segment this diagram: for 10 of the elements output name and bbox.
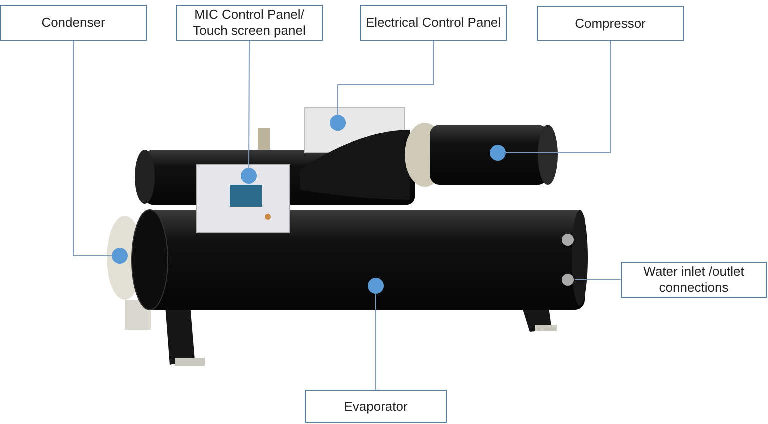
callout-box: Evaporator: [305, 390, 447, 423]
callout-box: Condenser: [0, 5, 147, 41]
leader-line: [506, 40, 611, 154]
callout-box: Water inlet /outlet connections: [621, 262, 767, 298]
callout-box: MIC Control Panel/ Touch screen panel: [176, 5, 323, 41]
leader-line: [73, 40, 112, 256]
callout-box: Electrical Control Panel: [360, 5, 507, 41]
leader-line: [248, 40, 250, 168]
callout-box: Compressor: [537, 6, 684, 41]
leader-line: [338, 40, 434, 116]
